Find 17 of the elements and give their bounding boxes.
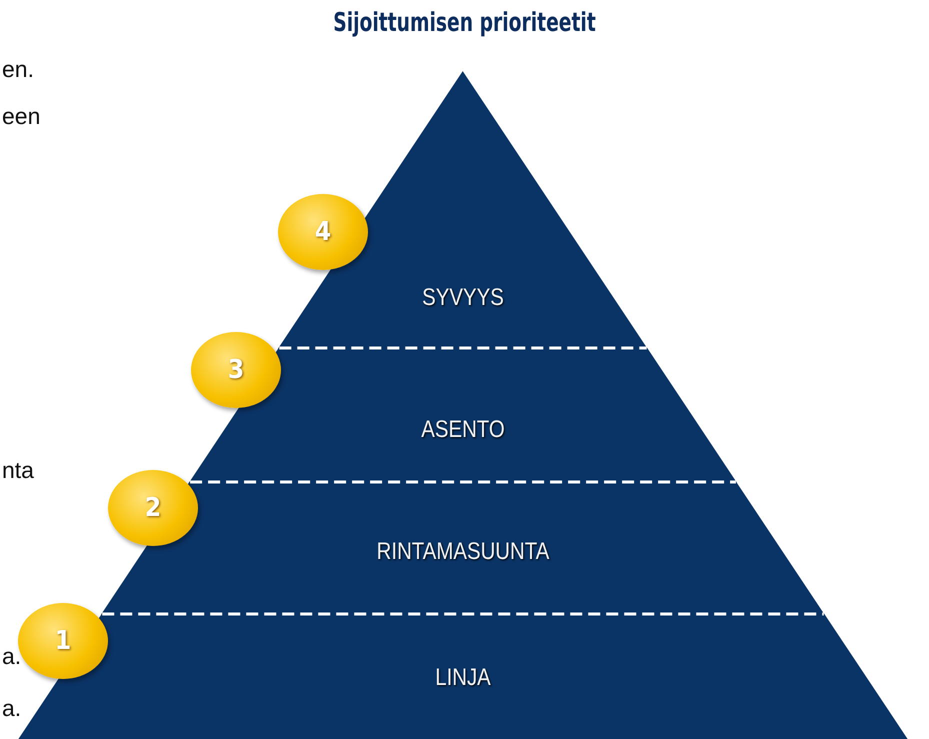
pyramid-level bbox=[19, 614, 907, 739]
number-circle: 4 bbox=[278, 194, 368, 270]
number-circle: 3 bbox=[191, 332, 281, 408]
text-fragment: a. bbox=[2, 695, 22, 721]
text-fragment: en. bbox=[2, 56, 34, 82]
diagram-title: Sijoittumisen prioriteetit bbox=[332, 8, 597, 38]
level-label: ASENTO bbox=[421, 416, 505, 444]
level-label: SYVYYS bbox=[422, 284, 504, 312]
level-label: RINTAMASUUNTA bbox=[376, 538, 550, 566]
number-circle: 2 bbox=[108, 470, 198, 546]
text-fragment: nta bbox=[2, 457, 34, 483]
number-circle: 1 bbox=[18, 603, 108, 679]
level-label: LINJA bbox=[435, 664, 491, 692]
pyramid-level bbox=[102, 482, 824, 614]
text-fragment: een bbox=[2, 103, 40, 129]
pyramid-level bbox=[190, 348, 736, 482]
pyramid-level bbox=[279, 72, 647, 348]
